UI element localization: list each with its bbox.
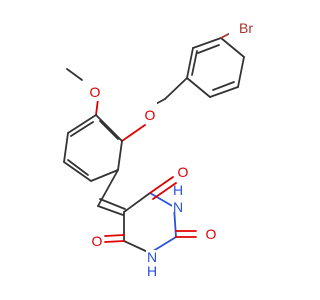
bond-inner <box>67 159 89 176</box>
bond <box>123 240 151 254</box>
atom-o-methoxy: O <box>90 84 101 100</box>
structure-diagram: Br O O O O O H N N H <box>63 20 255 279</box>
bond-inner <box>191 50 198 76</box>
atom-o-c2: O <box>206 226 217 242</box>
atom-n1: N <box>147 249 157 265</box>
atom-n3: N <box>173 199 183 215</box>
bond <box>90 169 119 182</box>
atom-o-c4: O <box>178 164 189 180</box>
bond <box>63 132 69 163</box>
bond-o-ring <box>121 124 146 142</box>
atom-o-ether: O <box>145 107 156 123</box>
atom-br: Br <box>239 20 253 36</box>
bond-c4-o-b <box>152 182 177 200</box>
bond-methyl-o <box>66 68 83 81</box>
atom-o-c6: O <box>92 233 103 249</box>
pyrimidinetrione-ring <box>123 192 177 254</box>
bond <box>209 86 239 98</box>
bond <box>237 56 245 88</box>
bond-c4-o-a <box>149 176 174 194</box>
bond-ch2-ring <box>164 77 188 100</box>
bromophenyl-ring <box>186 37 245 98</box>
bond <box>186 77 211 98</box>
bond <box>63 161 92 182</box>
bond-c-n <box>149 192 175 208</box>
bond-inner <box>197 44 220 54</box>
bond <box>117 140 123 171</box>
bond <box>192 37 222 49</box>
bond <box>67 114 97 134</box>
bond-inner <box>70 121 94 137</box>
atom-h-n1: H <box>147 263 157 279</box>
bond-c6-o-a <box>104 240 125 243</box>
bond <box>95 114 123 142</box>
bond-exocyclic-double-a <box>97 205 124 216</box>
atom-h-n3: H <box>173 182 183 198</box>
bond-ring-exocyclic <box>97 169 119 207</box>
bond <box>220 37 245 58</box>
bond <box>123 192 151 213</box>
bond-inner <box>212 81 235 91</box>
bond-inner <box>99 120 119 140</box>
bond <box>186 47 194 79</box>
central-benzene-ring <box>63 114 123 182</box>
bond-c6-o-b <box>104 234 125 237</box>
bond-o-ring-methoxy <box>95 98 99 116</box>
bond-exocyclic-double-b <box>99 198 126 210</box>
